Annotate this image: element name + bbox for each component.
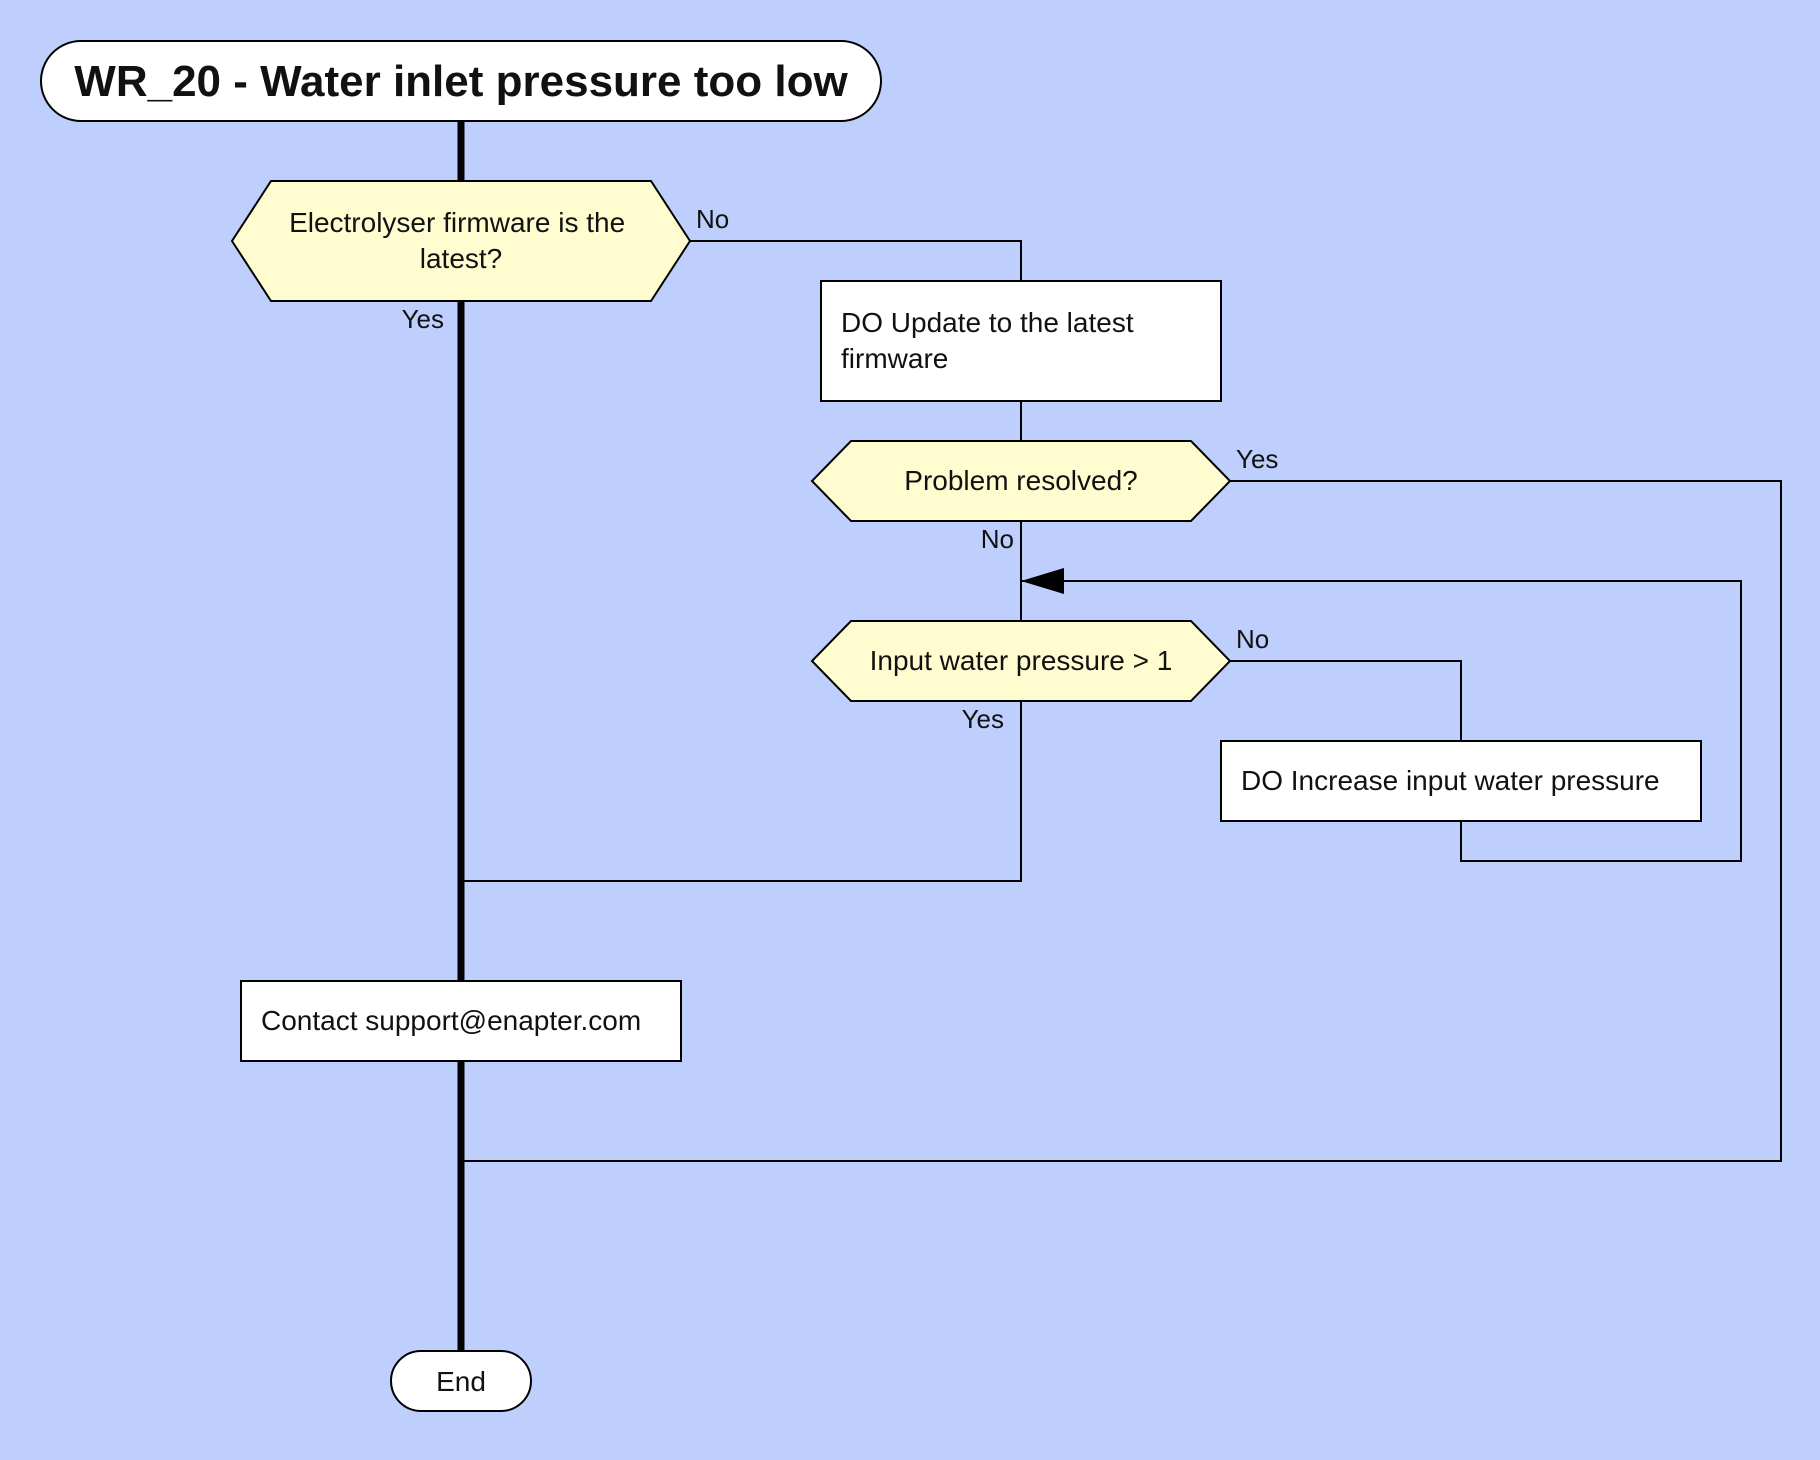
connectors — [457, 120, 1782, 1352]
connector-pressure-yes — [461, 701, 1022, 882]
connector-increase-loop — [1021, 580, 1742, 862]
decision-firmware-line-2: latest? — [420, 243, 503, 274]
decision-resolved-text: Problem resolved? — [904, 465, 1137, 496]
label-firmware-yes: Yes — [402, 304, 444, 334]
process-increase-text: DO Increase input water pressure — [1241, 765, 1660, 796]
connector-pressure-no — [1230, 660, 1462, 741]
process-contact-text: Contact support@enapter.com — [261, 1005, 641, 1036]
process-update-text: DO Update to the latest firmware — [841, 307, 1141, 374]
arrow-head-icon — [1021, 568, 1064, 594]
process-update-line-2: firmware — [841, 343, 948, 374]
decision-input-pressure: Input water pressure > 1 — [810, 620, 1232, 702]
process-increase-pressure: DO Increase input water pressure — [1220, 740, 1702, 822]
decision-pressure-text: Input water pressure > 1 — [870, 645, 1173, 676]
decision-firmware-latest: Electrolyser firmware is the latest? — [230, 180, 692, 302]
label-firmware-no: No — [696, 204, 729, 234]
connector-resolved-yes — [461, 480, 1782, 1162]
label-resolved-yes: Yes — [1236, 444, 1278, 474]
process-contact-support: Contact support@enapter.com — [240, 980, 682, 1062]
process-update-line-1: DO Update to the latest — [841, 307, 1134, 338]
title-terminator: WR_20 - Water inlet pressure too low — [40, 40, 882, 122]
label-pressure-yes: Yes — [962, 704, 1004, 734]
page-title: WR_20 - Water inlet pressure too low — [74, 57, 848, 106]
decision-firmware-line-1: Electrolyser firmware is the — [289, 207, 625, 238]
label-resolved-no: No — [981, 524, 1014, 554]
end-text: End — [436, 1366, 486, 1397]
decision-firmware-text: Electrolyser firmware is the latest? — [289, 207, 633, 274]
label-pressure-no: No — [1236, 624, 1269, 654]
connector-firmware-no — [690, 240, 1022, 281]
decision-problem-resolved: Problem resolved? — [810, 440, 1232, 522]
end-terminator: End — [390, 1350, 532, 1412]
process-update-firmware: DO Update to the latest firmware — [820, 280, 1222, 402]
edge-labels: No Yes Yes No No Yes — [402, 204, 1279, 734]
